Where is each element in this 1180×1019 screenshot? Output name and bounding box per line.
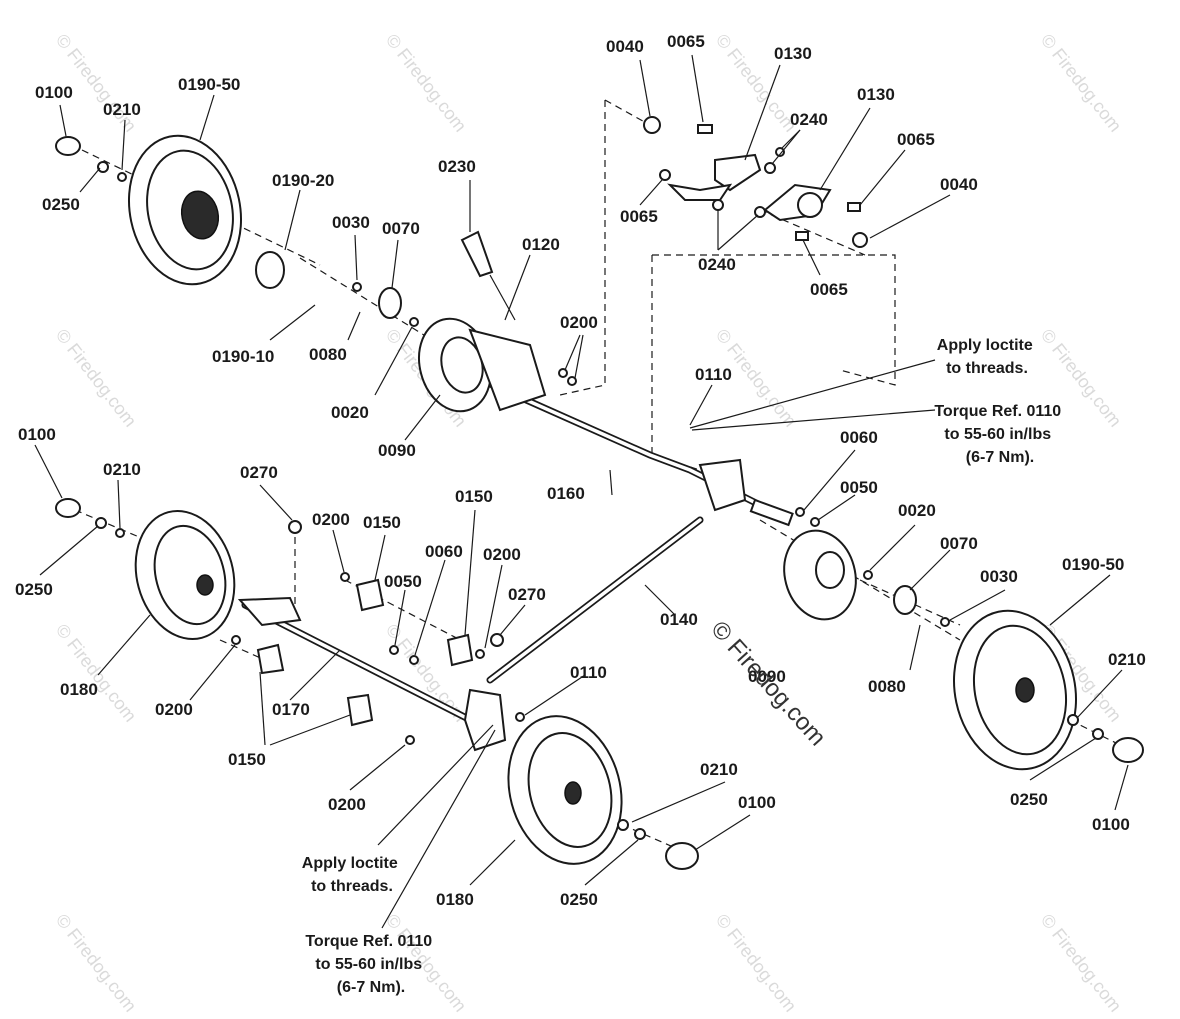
part-labels: 0100 0190-50 0210 0250 0190-20 0190-10 0…: [15, 32, 1146, 909]
copyright-mark: © Firedog.com: [706, 616, 832, 751]
label-0210: 0210: [1108, 650, 1146, 669]
label-0030: 0030: [332, 213, 370, 232]
wheel-top-left: [55, 134, 285, 289]
top-left-hub-parts: [352, 230, 577, 413]
label-0140: 0140: [660, 610, 698, 629]
label-0250: 0250: [15, 580, 53, 599]
label-0150: 0150: [363, 513, 401, 532]
label-0190-50: 0190-50: [1062, 555, 1124, 574]
label-0110: 0110: [695, 365, 732, 384]
leader-lines: [34, 54, 1129, 929]
label-0170: 0170: [272, 700, 310, 719]
label-0190-10: 0190-10: [212, 347, 274, 366]
right-bracket: [698, 458, 950, 627]
label-0130: 0130: [774, 44, 812, 63]
label-0160: 0160: [547, 484, 585, 503]
label-0065: 0065: [620, 207, 658, 226]
label-0080: 0080: [309, 345, 347, 364]
label-0210: 0210: [700, 760, 738, 779]
label-0240: 0240: [698, 255, 736, 274]
watermark: © Firedog.com: [52, 910, 141, 1016]
watermark: © Firedog.com: [382, 30, 471, 136]
label-0210: 0210: [103, 100, 141, 119]
watermark: © Firedog.com: [1037, 30, 1126, 136]
watermark: © Firedog.com: [52, 325, 141, 431]
label-0250: 0250: [1010, 790, 1048, 809]
label-0090: 0090: [748, 667, 786, 686]
label-0270: 0270: [240, 463, 278, 482]
label-0180: 0180: [436, 890, 474, 909]
label-0270: 0270: [508, 585, 546, 604]
wheel-right: [952, 609, 1144, 771]
label-0100: 0100: [738, 793, 776, 812]
label-0065: 0065: [667, 32, 705, 51]
label-0060: 0060: [840, 428, 878, 447]
note-torque-bottom: Torque Ref. 0110 to 55-60 in/lbs (6-7 Nm…: [305, 933, 436, 996]
notes: Apply loctite to threads. Torque Ref. 01…: [302, 337, 1065, 996]
label-0020: 0020: [898, 501, 936, 520]
label-0190-50: 0190-50: [178, 75, 240, 94]
label-0040: 0040: [940, 175, 978, 194]
label-0150: 0150: [455, 487, 493, 506]
middle-parts: [231, 572, 525, 752]
label-0100: 0100: [1092, 815, 1130, 834]
watermark: © Firedog.com: [712, 910, 801, 1016]
label-0065: 0065: [897, 130, 935, 149]
label-0250: 0250: [42, 195, 80, 214]
label-0020: 0020: [331, 403, 369, 422]
label-0200: 0200: [560, 313, 598, 332]
label-0040: 0040: [606, 37, 644, 56]
label-0200: 0200: [328, 795, 366, 814]
label-0150: 0150: [228, 750, 266, 769]
note-loctite-top: Apply loctite to threads.: [937, 337, 1037, 377]
watermark: © Firedog.com: [52, 620, 141, 726]
label-0200: 0200: [483, 545, 521, 564]
label-0200: 0200: [312, 510, 350, 529]
label-0120: 0120: [522, 235, 560, 254]
wheel-bottom: [507, 715, 699, 870]
top-bracket-parts: [643, 116, 868, 248]
label-0100: 0100: [18, 425, 56, 444]
note-loctite-bottom: Apply loctite to threads.: [302, 855, 402, 895]
label-0240: 0240: [790, 110, 828, 129]
label-0100: 0100: [35, 83, 73, 102]
label-0065: 0065: [810, 280, 848, 299]
label-0050: 0050: [384, 572, 422, 591]
label-0070: 0070: [940, 534, 978, 553]
label-0180: 0180: [60, 680, 98, 699]
label-0130: 0130: [857, 85, 895, 104]
watermark: © Firedog.com: [1037, 910, 1126, 1016]
label-0090: 0090: [378, 441, 416, 460]
label-0190-20: 0190-20: [272, 171, 334, 190]
label-0030: 0030: [980, 567, 1018, 586]
label-0110: 0110: [570, 663, 607, 682]
label-0250: 0250: [560, 890, 598, 909]
label-0050: 0050: [840, 478, 878, 497]
label-0230: 0230: [438, 157, 476, 176]
label-0210: 0210: [103, 460, 141, 479]
note-torque-top: Torque Ref. 0110 to 55-60 in/lbs (6-7 Nm…: [934, 403, 1065, 466]
label-0070: 0070: [382, 219, 420, 238]
label-0060: 0060: [425, 542, 463, 561]
label-0200: 0200: [155, 700, 193, 719]
label-0080: 0080: [868, 677, 906, 696]
wheel-left-mid: [55, 498, 302, 641]
